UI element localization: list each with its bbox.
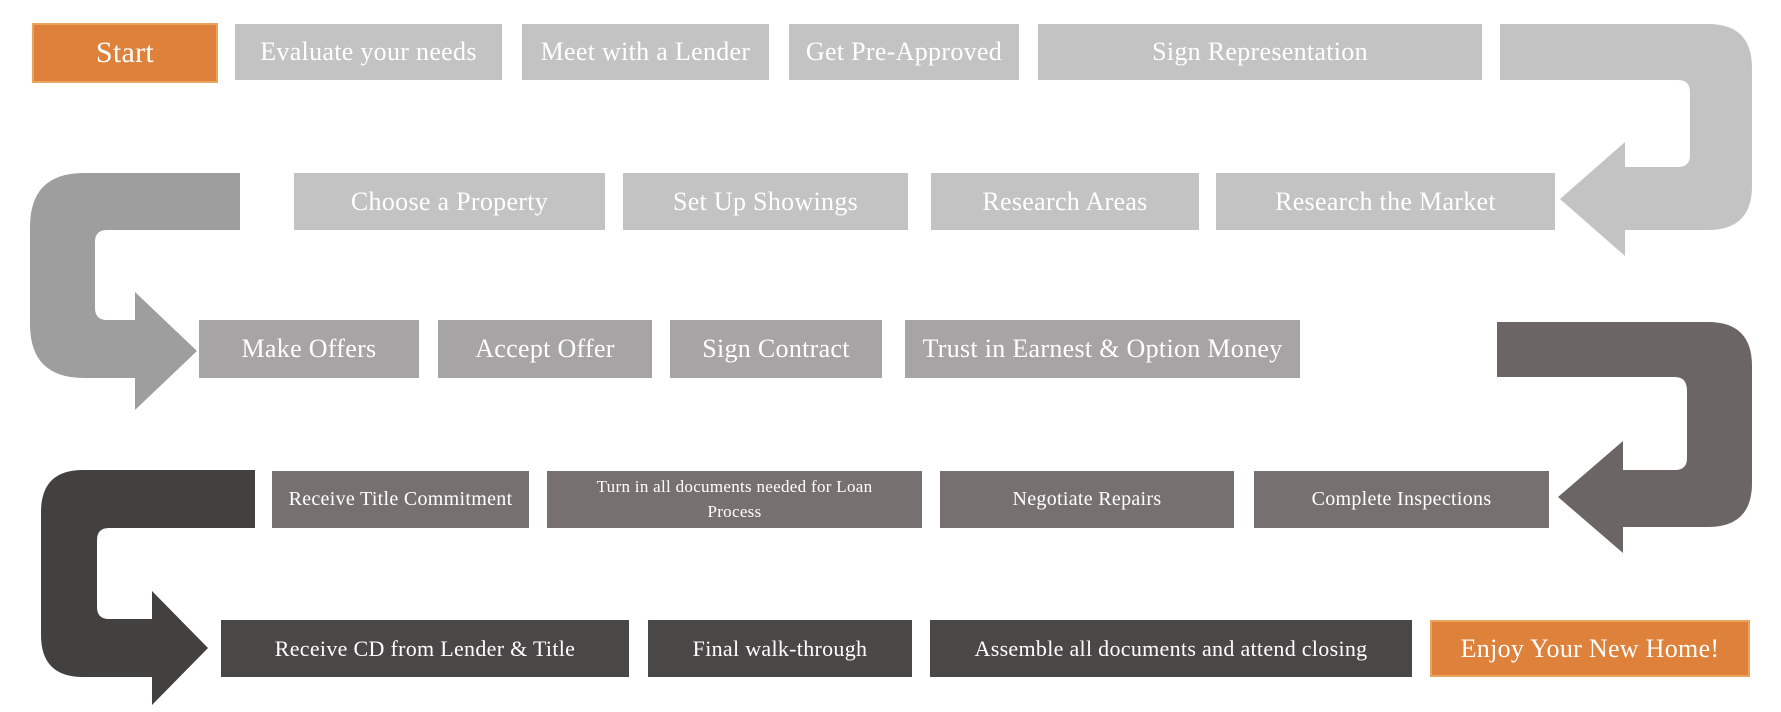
step-choose-a-property: Choose a Property [294,173,605,230]
step-turn-in-all-documents: Turn in all documents needed for Loan Pr… [547,471,922,528]
step-make-offers: Make Offers [199,320,419,378]
step-enjoy-your-new-home: Enjoy Your New Home! [1430,620,1750,677]
u-turn-arrow-row3-to-row4 [1497,322,1752,553]
step-accept-offer: Accept Offer [438,320,652,378]
u-turn-arrow-row2-to-row3 [30,173,240,410]
step-evaluate-your-needs: Evaluate your needs [235,24,502,80]
step-research-areas: Research Areas [931,173,1199,230]
step-receive-cd-from-lender-and-title: Receive CD from Lender & Title [221,620,629,677]
step-receive-title-commitment: Receive Title Commitment [272,471,529,528]
step-trust-in-earnest-and-option-money: Trust in Earnest & Option Money [905,320,1300,378]
step-set-up-showings: Set Up Showings [623,173,908,230]
step-sign-contract: Sign Contract [670,320,882,378]
step-complete-inspections: Complete Inspections [1254,471,1549,528]
step-assemble-documents-attend-closing: Assemble all documents and attend closin… [930,620,1412,677]
step-final-walk-through: Final walk-through [648,620,912,677]
step-start: Start [32,23,218,83]
step-research-the-market: Research the Market [1216,173,1555,230]
u-turn-arrow-row1-to-row2 [1500,24,1752,256]
step-get-pre-approved: Get Pre-Approved [789,24,1019,80]
step-negotiate-repairs: Negotiate Repairs [940,471,1234,528]
step-meet-with-a-lender: Meet with a Lender [522,24,769,80]
step-turn-in-all-documents-label: Turn in all documents needed for Loan Pr… [596,476,873,521]
u-turn-arrow-row4-to-row5 [41,470,255,705]
step-sign-representation: Sign Representation [1038,24,1482,80]
